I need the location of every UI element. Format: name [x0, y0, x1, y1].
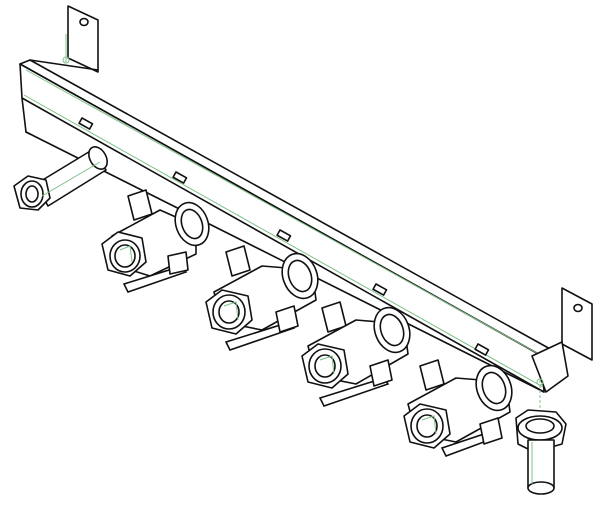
left-inlet-pipe-icon	[13, 146, 108, 211]
right-mounting-bracket-icon	[531, 287, 593, 393]
valve-4	[403, 359, 513, 457]
valve-3	[301, 301, 411, 407]
manifold-rail	[19, 59, 553, 393]
right-outlet-pipe-icon	[515, 378, 567, 495]
left-mounting-bracket-icon	[62, 5, 99, 73]
port-labels	[78, 117, 490, 356]
valve-1	[101, 189, 210, 293]
valve-2	[205, 245, 319, 351]
